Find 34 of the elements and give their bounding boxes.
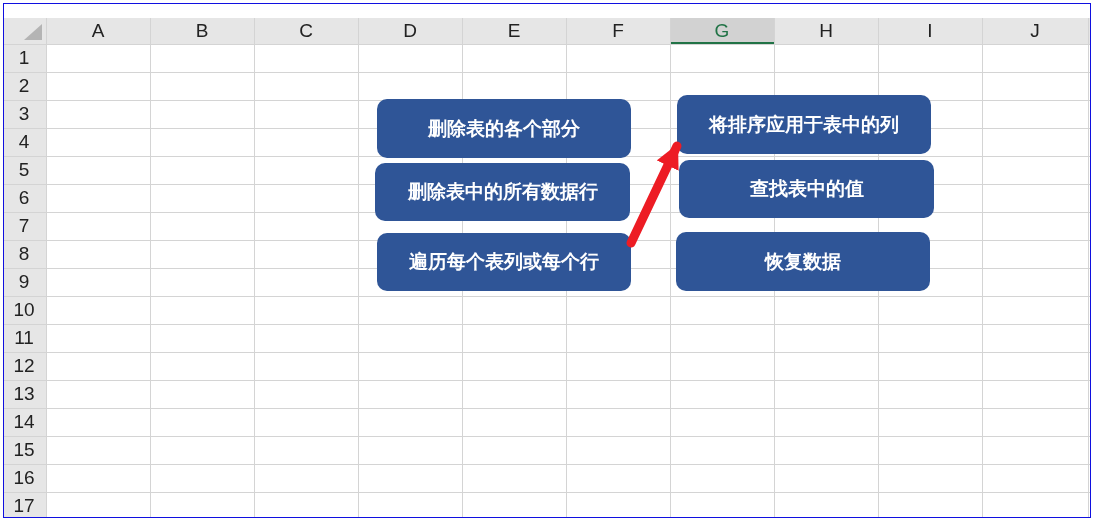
button-shape: 恢复数据: [676, 232, 930, 291]
column-header: D: [402, 20, 418, 42]
column-header: E: [506, 20, 522, 42]
row-header: 8: [17, 242, 31, 266]
row-header: 1: [17, 46, 31, 70]
column-header: B: [194, 20, 210, 42]
column-header: F: [611, 20, 625, 42]
row-header: 7: [17, 214, 31, 238]
row-header: 13: [12, 382, 36, 406]
row-header: 11: [13, 326, 35, 350]
row-header: 14: [12, 410, 36, 434]
row-header: 15: [12, 438, 36, 462]
column-header: G: [713, 20, 731, 42]
column-header: I: [926, 20, 934, 42]
row-header: 4: [17, 130, 31, 154]
row-header: 17: [12, 494, 36, 517]
column-header: H: [818, 20, 834, 42]
row-header: 16: [12, 466, 36, 490]
button-shape: 将排序应用于表中的列: [677, 95, 931, 154]
column-header: A: [90, 20, 106, 42]
column-header: J: [1029, 20, 1041, 42]
row-header: 6: [17, 186, 31, 210]
column-header: C: [298, 20, 314, 42]
button-shape: 查找表中的值: [679, 160, 934, 218]
row-header: 3: [17, 102, 31, 126]
row-header: 12: [12, 354, 36, 378]
button-shape: 删除表的各个部分: [377, 99, 631, 158]
button-shape: 遍历每个表列或每个行: [377, 233, 631, 291]
row-header: 10: [12, 298, 36, 322]
arrow: [626, 141, 682, 248]
row-header: 9: [17, 270, 31, 294]
row-header: 5: [17, 158, 31, 182]
button-shape: 删除表中的所有数据行: [375, 163, 630, 221]
row-header: 2: [17, 74, 31, 98]
